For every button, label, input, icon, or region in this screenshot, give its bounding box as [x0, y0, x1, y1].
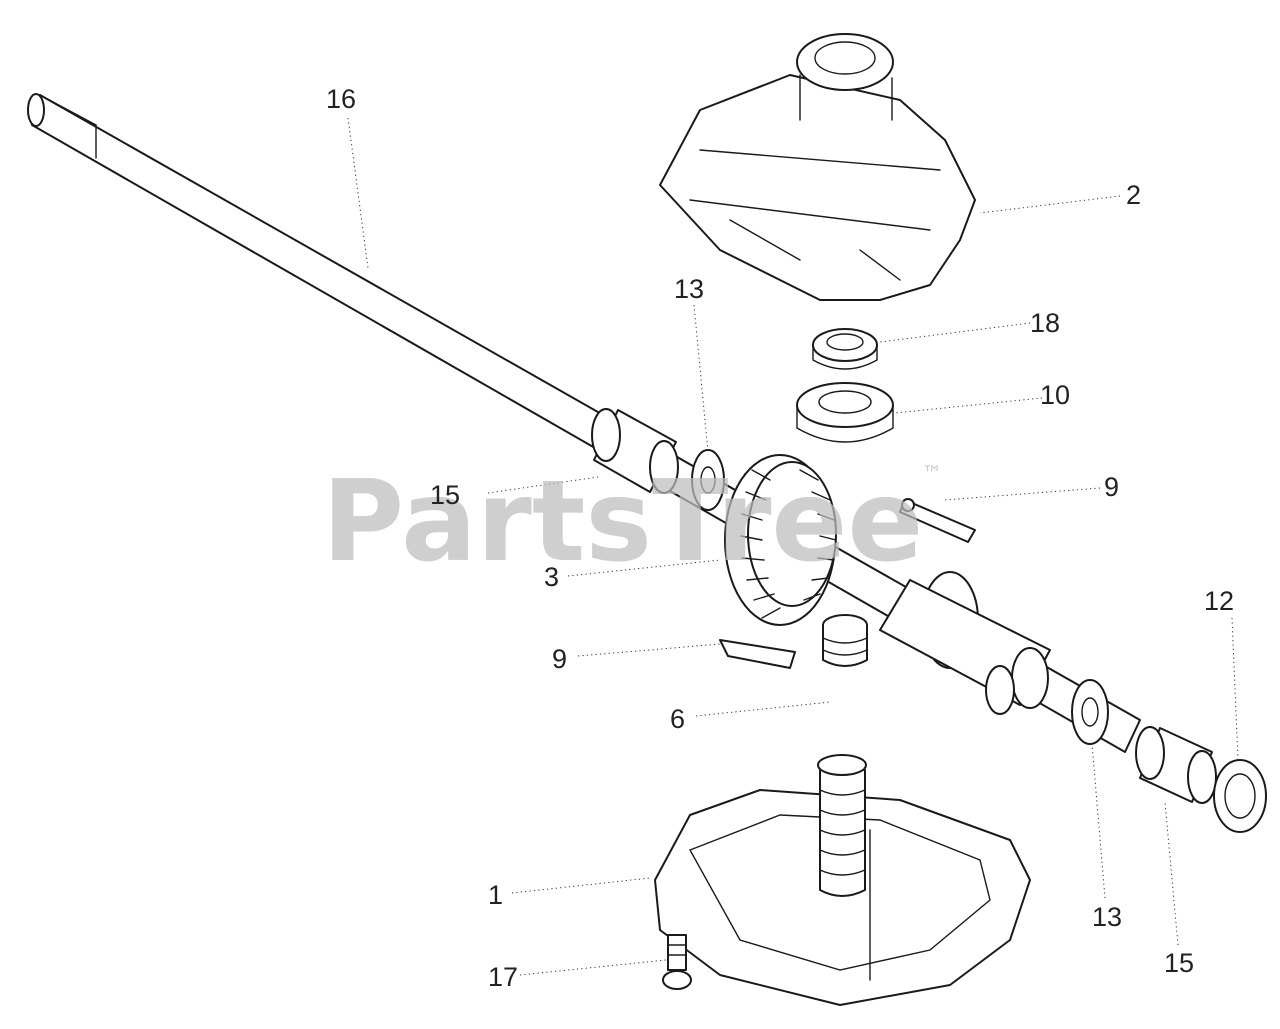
part-17-screw [662, 934, 692, 990]
part-9-key-upper [899, 498, 976, 543]
watermark-trademark: ™ [922, 461, 942, 485]
part-13-thrust-washer-right [1071, 679, 1109, 745]
callout-2: 2 [1126, 180, 1141, 210]
part-18-oil-seal [812, 328, 878, 370]
callout-labels: 16 2 13 18 10 15 9 3 12 9 6 1 13 15 17 [326, 84, 1234, 992]
callout-3: 3 [544, 562, 559, 592]
part-15-spacer-sleeve-left [591, 408, 679, 494]
axle-hub-collar [879, 571, 1051, 715]
part-12-bearing-cap [1213, 759, 1267, 833]
callout-17: 17 [488, 962, 518, 992]
part-10-bearing [796, 382, 894, 443]
part-9-key-lower [719, 639, 796, 669]
callout-9-lower: 9 [552, 644, 567, 674]
callout-1: 1 [488, 880, 503, 910]
callout-13-lower: 13 [1092, 902, 1122, 932]
part-6-drain-plug [822, 614, 868, 667]
callout-18: 18 [1030, 308, 1060, 338]
callout-15-lower: 15 [1164, 948, 1194, 978]
callout-13-upper: 13 [674, 274, 704, 304]
leader-lines [347, 117, 1239, 976]
part-2-upper-housing [659, 33, 976, 301]
callout-15-upper: 15 [430, 480, 460, 510]
callout-9-upper: 9 [1104, 472, 1119, 502]
callout-10: 10 [1040, 380, 1070, 410]
callout-12: 12 [1204, 586, 1234, 616]
callout-6: 6 [670, 704, 685, 734]
part-1-lower-housing [654, 754, 1031, 1006]
watermark-logo: PartsTree [322, 457, 923, 587]
part-15-spacer-sleeve-right [1135, 726, 1217, 804]
part-3-worm-gear [724, 454, 837, 626]
callout-16: 16 [326, 84, 356, 114]
